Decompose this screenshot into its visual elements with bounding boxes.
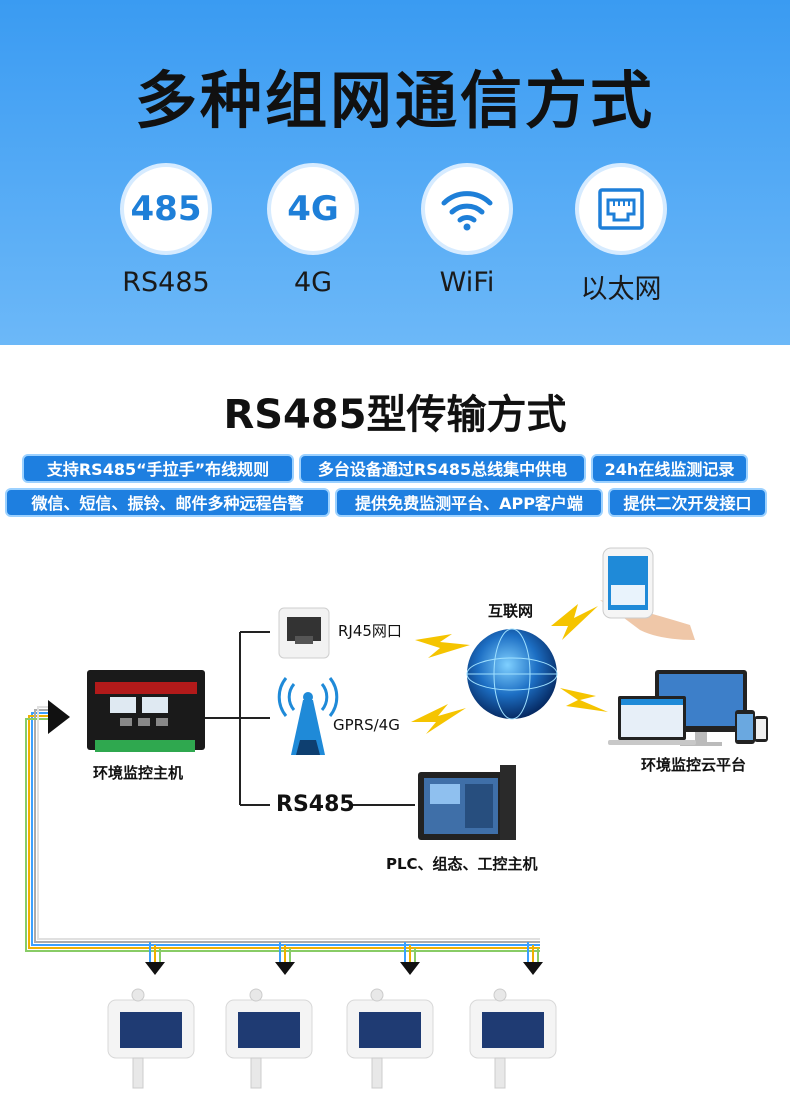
plc-label: PLC、组态、工控主机: [386, 855, 538, 873]
option-4g: 4G 4G: [265, 163, 361, 298]
option-label: RS485: [122, 267, 210, 298]
internet-label: 互联网: [488, 602, 534, 620]
sensor-icon: [225, 988, 313, 1089]
rs485-label: RS485: [276, 792, 355, 817]
phone-icon: [600, 547, 695, 640]
sensor-devices: [107, 988, 557, 1089]
sensor-icon: [469, 988, 557, 1089]
4g-code: 4G: [287, 189, 339, 229]
option-rs485: 485 RS485: [118, 163, 214, 298]
feature-badge: 支持RS485“手拉手”布线规则: [22, 454, 294, 483]
4g-icon: 4G: [267, 163, 359, 255]
option-wifi: WiFi: [419, 163, 515, 298]
rj45-label: RJ45网口: [338, 622, 402, 640]
hero-banner: 多种组网通信方式 485 RS485 4G 4G WiFi: [0, 0, 790, 345]
bus-droppers: [149, 942, 539, 962]
arrow-icons: [48, 700, 543, 975]
rs485-code: 485: [130, 189, 202, 229]
plc-panel-icon: [418, 765, 516, 840]
rj45-module-icon: [278, 607, 330, 659]
wifi-icon: [421, 163, 513, 255]
ethernet-icon: [575, 163, 667, 255]
feature-badge: 提供二次开发接口: [608, 488, 767, 517]
rs485-icon: 485: [120, 163, 212, 255]
section-title: RS485型传输方式: [223, 392, 567, 438]
cloud-platform-devices-icon: [608, 670, 768, 746]
feature-badge: 微信、短信、振铃、邮件多种远程告警: [5, 488, 330, 517]
host-device-icon: [87, 670, 205, 752]
connection-lines: [205, 631, 415, 806]
option-ethernet: 以太网: [573, 163, 669, 306]
host-label: 环境监控主机: [93, 764, 184, 782]
internet-globe-icon: [466, 628, 558, 720]
cloud-platform-label: 环境监控云平台: [641, 756, 747, 774]
option-label: 4G: [293, 267, 333, 298]
feature-badge: 24h在线监测记录: [591, 454, 748, 483]
hero-title: 多种组网通信方式: [134, 64, 655, 137]
option-label: WiFi: [439, 267, 495, 298]
sensor-icon: [107, 988, 195, 1089]
lightning-icons: [411, 604, 608, 734]
gprs-label: GPRS/4G: [333, 716, 400, 734]
feature-badge: 提供免费监测平台、APP客户端: [335, 488, 603, 517]
option-label: 以太网: [580, 274, 662, 305]
gprs-tower-icon: [277, 677, 339, 755]
sensor-icon: [346, 988, 434, 1089]
feature-badge: 多台设备通过RS485总线集中供电: [299, 454, 586, 483]
